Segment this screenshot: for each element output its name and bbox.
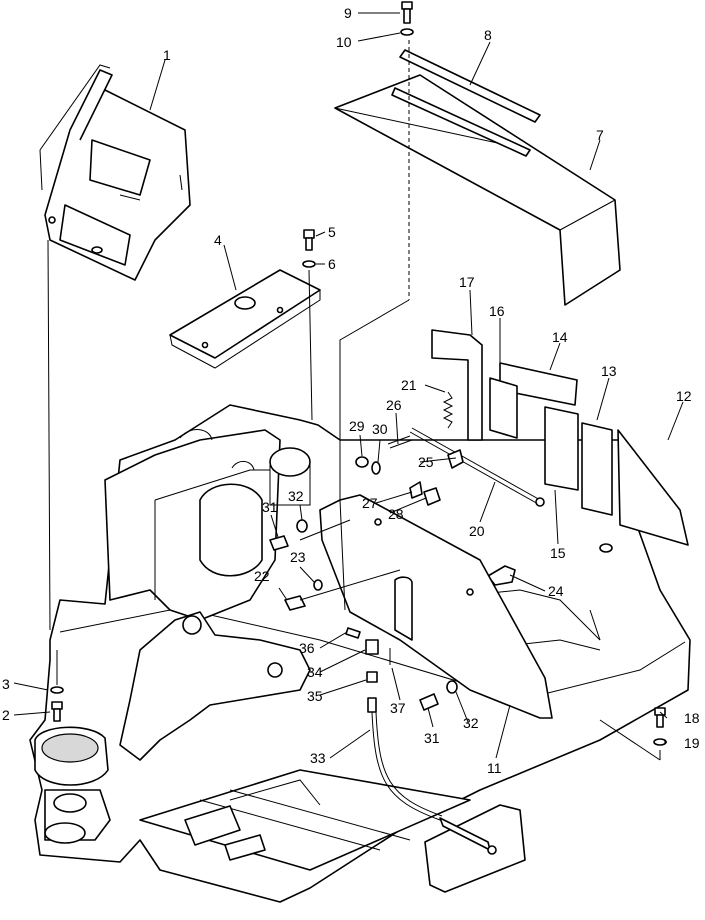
callout-9: 9: [344, 5, 352, 21]
callout-30: 30: [372, 421, 388, 437]
part-25-clip: [447, 449, 464, 469]
callout-12: 12: [676, 388, 692, 404]
callout-29: 29: [349, 418, 365, 434]
callout-14: 14: [552, 329, 568, 345]
callout-28: 28: [388, 506, 404, 522]
callout-36: 36: [299, 640, 315, 656]
part-6-washer: [302, 260, 316, 268]
part-10-washer: [400, 28, 414, 36]
part-17-panel: [431, 329, 483, 441]
part-32-washer-lower: [446, 680, 458, 694]
callout-15: 15: [550, 545, 566, 561]
callout-18: 18: [684, 710, 700, 726]
main-frame: [29, 404, 691, 903]
part-29-nut: [355, 456, 369, 468]
part-1-step-box: [39, 64, 191, 281]
part-15-pad: [544, 406, 579, 491]
part-8-strip: [391, 49, 541, 157]
part-3-washer: [50, 686, 64, 694]
callout-19: 19: [684, 735, 700, 751]
callout-4: 4: [214, 232, 222, 248]
callout-5: 5: [328, 224, 336, 240]
part-18-bolt: [654, 707, 666, 728]
part-12-panel: [617, 429, 689, 546]
callout-32-upper: 32: [288, 488, 304, 504]
callout-34: 34: [307, 664, 323, 680]
part-31-bolt-lower: [419, 693, 439, 711]
callout-31-upper: 31: [262, 499, 278, 515]
callout-2: 2: [2, 707, 10, 723]
part-16-pad: [489, 377, 518, 439]
callout-20: 20: [469, 523, 485, 539]
callout-25: 25: [418, 454, 434, 470]
part-35-nut: [366, 671, 378, 713]
callout-17: 17: [459, 274, 475, 290]
part-21-spring: [442, 391, 454, 429]
part-5-bolt: [303, 229, 315, 251]
alignment-lines: [47, 40, 661, 761]
callout-8: 8: [484, 27, 492, 43]
part-32-washer-upper: [296, 519, 308, 533]
part-9-bolt: [401, 1, 413, 24]
callout-1: 1: [163, 47, 171, 63]
callout-21: 21: [401, 377, 417, 393]
leader-lines: [13, 12, 684, 759]
callout-22: 22: [254, 568, 270, 584]
callout-31-lower: 31: [424, 730, 440, 746]
callout-labels: 1 2 3 4 5 6 7 8 9 10 11 12 13 14 15 16 1…: [2, 5, 700, 776]
part-2-bolt: [51, 701, 63, 722]
callout-16: 16: [489, 303, 505, 319]
part-34-fitting: [365, 639, 379, 655]
part-23-washer: [313, 579, 323, 591]
part-20-rod: [409, 427, 545, 507]
callout-32-lower: 32: [463, 715, 479, 731]
callout-13: 13: [601, 363, 617, 379]
callout-26: 26: [386, 397, 402, 413]
callout-37: 37: [390, 700, 406, 716]
part-11-side-plate: [319, 494, 553, 719]
part-33-cable: [371, 711, 497, 855]
callout-35: 35: [307, 688, 323, 704]
part-31-bolt-upper: [269, 535, 289, 551]
callout-3: 3: [2, 676, 10, 692]
callout-6: 6: [328, 256, 336, 272]
callout-33: 33: [310, 750, 326, 766]
callout-10: 10: [336, 34, 352, 50]
callout-11: 11: [487, 760, 502, 776]
callout-23: 23: [290, 549, 306, 565]
part-27-clip: [409, 481, 423, 499]
part-4-cover-plate: [169, 269, 321, 369]
callout-24: 24: [548, 583, 564, 599]
callout-27: 27: [362, 495, 378, 511]
part-30-washer: [371, 461, 381, 475]
part-28-bolt: [423, 487, 441, 506]
part-7-top-cover: [334, 74, 621, 306]
part-26-spring: [387, 435, 413, 449]
part-13-pad: [581, 422, 613, 516]
callout-7: 7: [596, 127, 604, 143]
